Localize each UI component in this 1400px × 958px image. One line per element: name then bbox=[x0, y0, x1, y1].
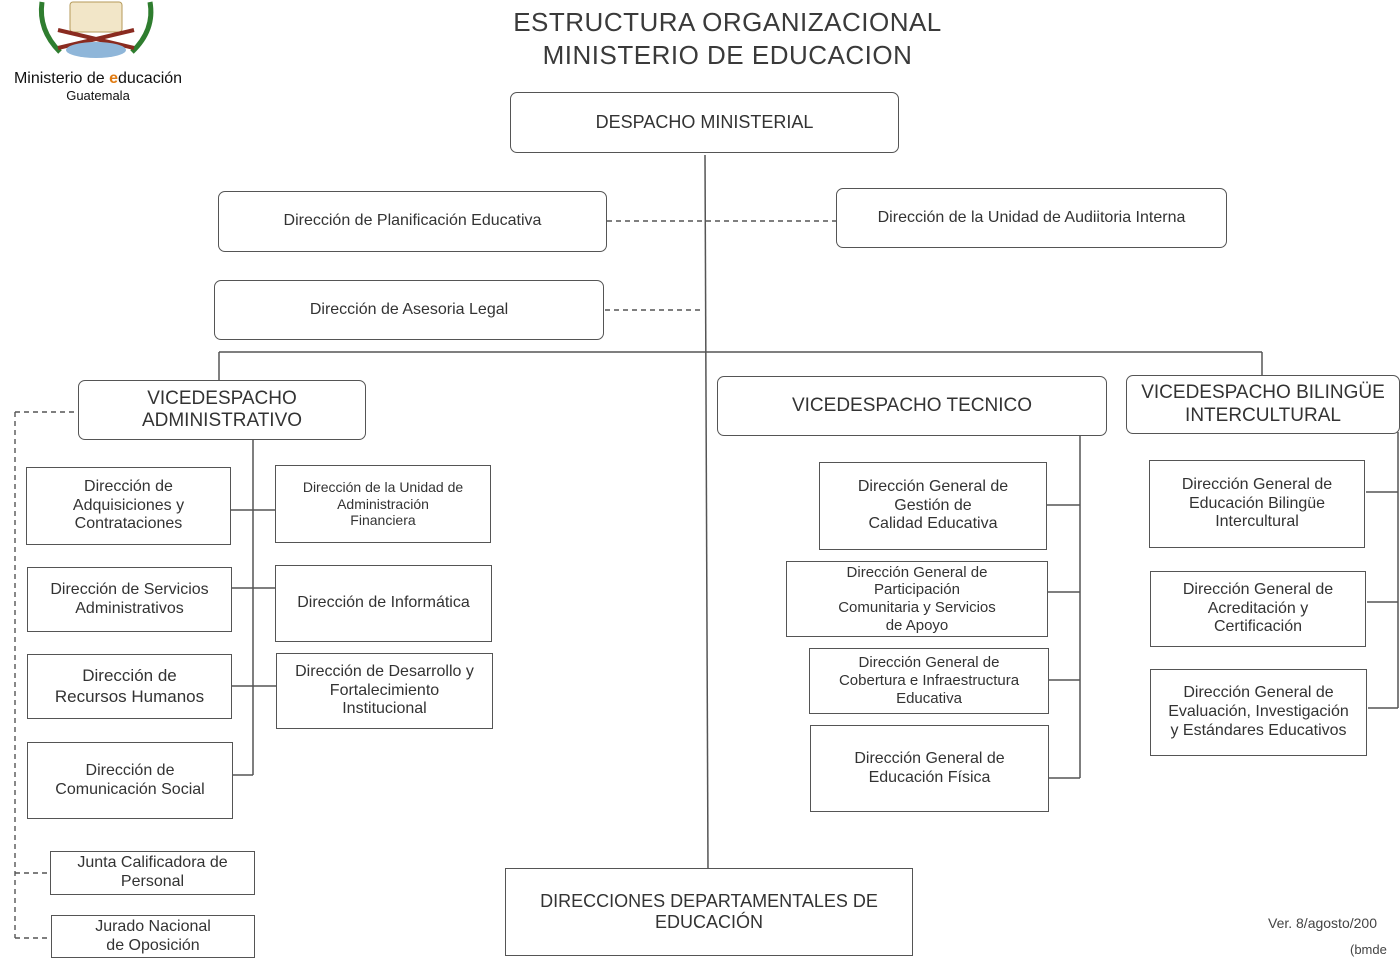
version-label: Ver. 8/agosto/200 bbox=[1268, 915, 1377, 931]
desarrollo-institucional-box: Dirección de Desarrollo y Fortalecimient… bbox=[276, 653, 493, 729]
ministry-name: Ministerio de educación bbox=[13, 70, 183, 87]
vicedespacho-bilingue-box: VICEDESPACHO BILINGÜE INTERCULTURAL bbox=[1126, 375, 1400, 434]
administracion-financiera-box: Dirección de la Unidad de Administración… bbox=[275, 465, 491, 543]
comunicacion-social-box: Dirección de Comunicación Social bbox=[27, 742, 233, 819]
initials-label: (bmde bbox=[1350, 942, 1387, 957]
despacho-ministerial-box: DESPACHO MINISTERIAL bbox=[510, 92, 899, 153]
asesoria-legal-box: Dirección de Asesoria Legal bbox=[214, 280, 604, 340]
junta-calificadora-box: Junta Calificadora de Personal bbox=[50, 851, 255, 895]
recursos-humanos-box: Dirección de Recursos Humanos bbox=[27, 654, 232, 719]
auditoria-box: Dirección de la Unidad de Audiitoria Int… bbox=[836, 188, 1227, 248]
participacion-comunitaria-box: Dirección General de Participación Comun… bbox=[786, 561, 1048, 637]
adquisiciones-box: Dirección de Adquisiciones y Contratacio… bbox=[26, 467, 231, 545]
page-title: ESTRUCTURA ORGANIZACIONAL MINISTERIO DE … bbox=[455, 6, 1000, 72]
educacion-bilingue-box: Dirección General de Educación Bilingüe … bbox=[1149, 460, 1365, 548]
vicedespacho-tecnico-box: VICEDESPACHO TECNICO bbox=[717, 376, 1107, 436]
evaluacion-investigacion-box: Dirección General de Evaluación, Investi… bbox=[1150, 669, 1367, 756]
title-line-1: ESTRUCTURA ORGANIZACIONAL bbox=[513, 7, 942, 37]
acreditacion-certificacion-box: Dirección General de Acreditación y Cert… bbox=[1150, 571, 1366, 647]
country-name: Guatemala bbox=[66, 88, 130, 103]
coat-of-arms-icon bbox=[38, 1, 154, 58]
planificacion-box: Dirección de Planificación Educativa bbox=[218, 191, 607, 252]
direcciones-departamentales-box: DIRECCIONES DEPARTAMENTALES DE EDUCACIÓN bbox=[505, 868, 913, 956]
jurado-nacional-box: Jurado Nacional de Oposición bbox=[51, 915, 255, 958]
educacion-fisica-box: Dirección General de Educación Física bbox=[810, 725, 1049, 812]
cobertura-infraestructura-box: Dirección General de Cobertura e Infraes… bbox=[809, 648, 1049, 714]
servicios-administrativos-box: Dirección de Servicios Administrativos bbox=[27, 567, 232, 632]
gestion-calidad-box: Dirección General de Gestión de Calidad … bbox=[819, 462, 1047, 550]
informatica-box: Dirección de Informática bbox=[275, 565, 492, 642]
title-line-2: MINISTERIO DE EDUCACION bbox=[542, 40, 913, 70]
vicedespacho-administrativo-box: VICEDESPACHO ADMINISTRATIVO bbox=[78, 380, 366, 440]
logo-accent-letter: e bbox=[109, 70, 118, 87]
